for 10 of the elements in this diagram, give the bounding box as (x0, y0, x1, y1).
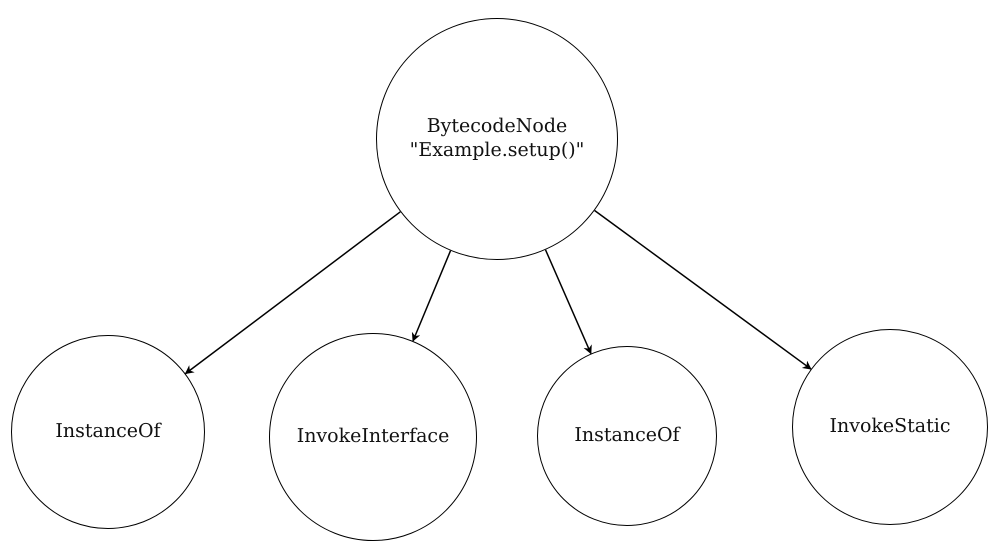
node-label: InvokeInterface (296, 425, 450, 449)
node-label: InstanceOf (55, 420, 161, 444)
arrow (184, 211, 401, 374)
node-label: InstanceOf (574, 424, 680, 448)
arrow (544, 250, 592, 354)
arrow (594, 210, 812, 370)
node-label: "Example.setup()" (410, 139, 584, 163)
node-label: BytecodeNode (426, 115, 568, 139)
arrow (412, 250, 452, 342)
node-label: InvokeStatic (829, 415, 950, 439)
